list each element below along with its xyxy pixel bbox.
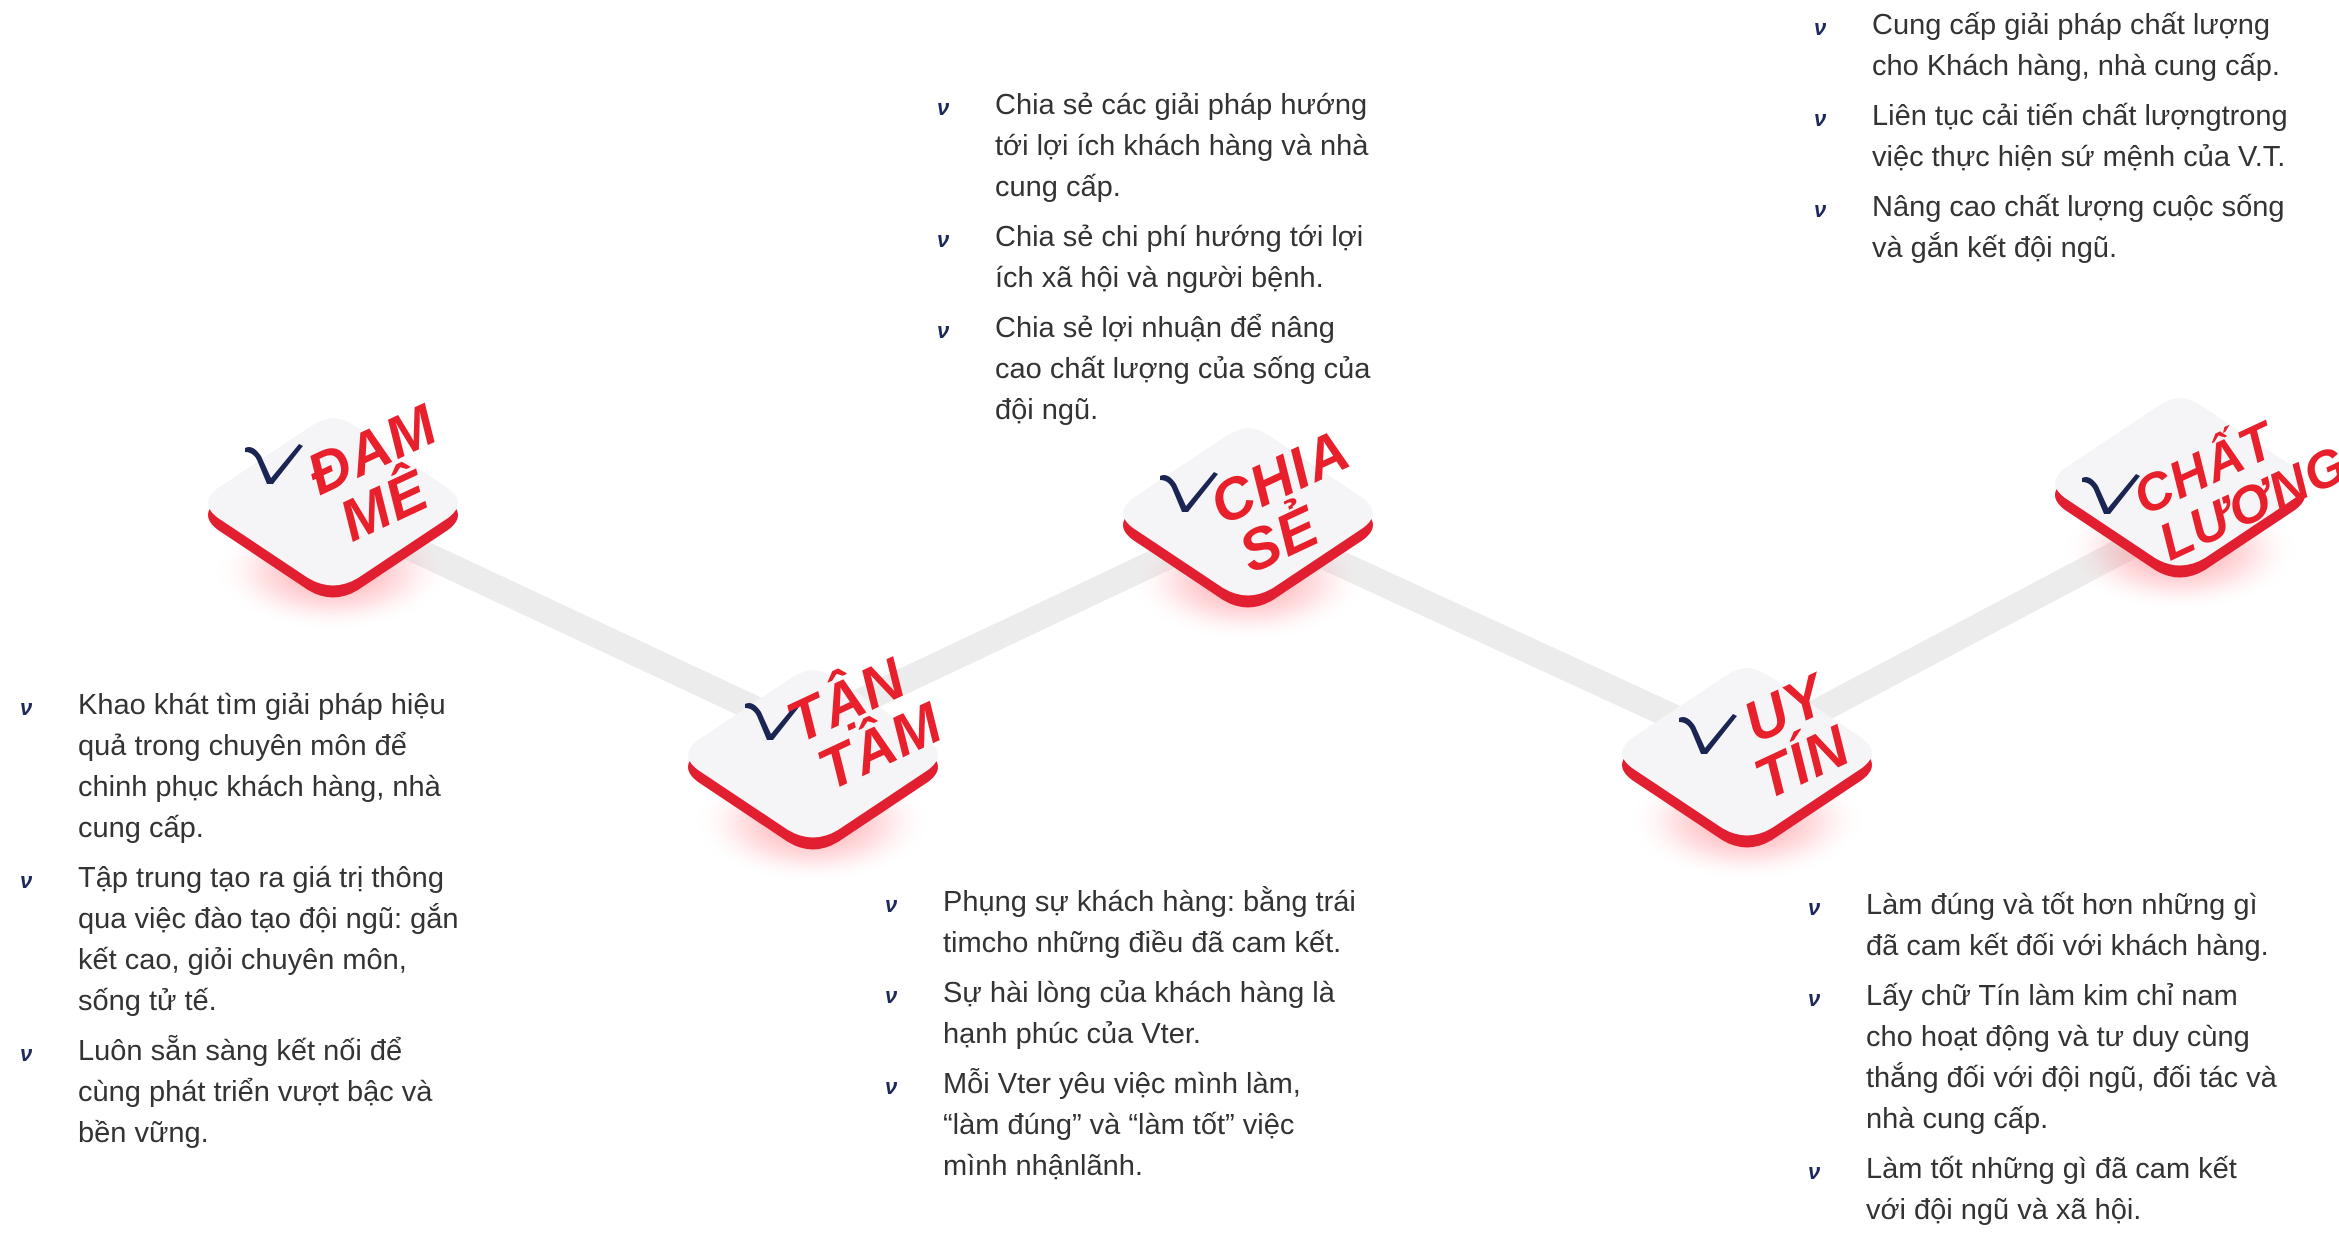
list-item: ν Tập trung tạo ra giá trị thông qua việc… — [20, 858, 460, 1022]
bullet-text: Cung cấp giải pháp chất lượng cho Khách … — [1872, 9, 2280, 82]
v-check-icon: ν — [20, 1041, 33, 1066]
node-chia-se: CHIA SẺ — [1098, 410, 1398, 670]
list-item: ν Chia sẻ chi phí hướng tới lợi ích xã hộ… — [937, 217, 1387, 299]
v-check-icon: ν — [1808, 895, 1821, 920]
v-check-icon: ν — [1814, 197, 1827, 222]
bullet-text: Khao khát tìm giải pháp hiệu quả trong c… — [78, 689, 446, 844]
v-logo-icon — [745, 700, 803, 740]
bullet-text: Nâng cao chất lượng cuộc sống và gắn kết… — [1872, 191, 2285, 264]
node-uy-tin: UY TÍN — [1597, 650, 1897, 910]
bullet-text: Luôn sẵn sàng kết nối để cùng phát triển… — [78, 1035, 433, 1149]
bullet-text: Mỗi Vter yêu việc mình làm, “làm đúng” v… — [943, 1068, 1301, 1182]
node-tan-tam: TẬN TÂM — [663, 645, 963, 912]
tile-tan-tam — [688, 670, 938, 884]
bullet-text: Làm đúng và tốt hơn những gì đã cam kết … — [1866, 889, 2269, 962]
list-item: ν Luôn sẵn sàng kết nối để cùng phát triể… — [20, 1031, 460, 1154]
v-check-icon: ν — [937, 227, 950, 252]
list-item: ν Mỗi Vter yêu việc mình làm, “làm đúng” … — [885, 1064, 1365, 1187]
tile-uy-tin — [1622, 668, 1872, 882]
bullet-text: Làm tốt những gì đã cam kết với đội ngũ … — [1866, 1153, 2237, 1226]
v-check-icon: ν — [20, 695, 33, 720]
list-item: ν Làm tốt những gì đã cam kết với đội ngũ… — [1808, 1149, 2278, 1231]
bullet-text: Sự hài lòng của khách hàng là hạnh phúc … — [943, 977, 1335, 1050]
bullet-text: Chia sẻ chi phí hướng tới lợi ích xã hội… — [995, 221, 1364, 294]
list-item: ν Sự hài lòng của khách hàng là hạnh phúc… — [885, 973, 1365, 1055]
v-check-icon: ν — [20, 868, 33, 893]
list-item: ν Làm đúng và tốt hơn những gì đã cam kết… — [1808, 885, 2278, 967]
bullet-text: Chia sẻ lợi nhuận để nâng cao chất lượng… — [995, 312, 1371, 426]
bullets-chat-luong: ν Cung cấp giải pháp chất lượng cho Khách… — [1814, 5, 2314, 278]
list-item: ν Khao khát tìm giải pháp hiệu quả trong … — [20, 685, 460, 849]
tile-dam-me — [208, 418, 458, 632]
v-logo-icon — [1160, 472, 1218, 512]
tile-chia-se — [1123, 428, 1373, 642]
v-check-icon: ν — [885, 1074, 898, 1099]
bullets-chia-se: ν Chia sẻ các giải pháp hướng tới lợi ích… — [937, 85, 1387, 440]
v-check-icon: ν — [937, 318, 950, 343]
tile-chat-luong — [2055, 398, 2305, 612]
v-logo-icon — [245, 444, 303, 484]
list-item: ν Chia sẻ các giải pháp hướng tới lợi ích… — [937, 85, 1387, 208]
v-check-icon: ν — [1808, 986, 1821, 1011]
bullet-text: Lấy chữ Tín làm kim chỉ nam cho hoạt độn… — [1866, 980, 2277, 1135]
node-chat-luong: CHẤT LƯỢNG — [2030, 380, 2339, 640]
bullet-text: Liên tục cải tiến chất lượngtrong việc t… — [1872, 100, 2288, 173]
bullets-tan-tam: ν Phụng sự khách hàng: bằng trái timcho n… — [885, 882, 1365, 1196]
list-item: ν Cung cấp giải pháp chất lượng cho Khách… — [1814, 5, 2314, 87]
list-item: ν Lấy chữ Tín làm kim chỉ nam cho hoạt độ… — [1808, 976, 2278, 1140]
v-check-icon: ν — [1814, 15, 1827, 40]
v-check-icon: ν — [1808, 1159, 1821, 1184]
v-check-icon: ν — [885, 983, 898, 1008]
bullet-text: Phụng sự khách hàng: bằng trái timcho nh… — [943, 886, 1356, 959]
node-dam-me: ĐAM MÊ — [183, 392, 483, 660]
list-item: ν Chia sẻ lợi nhuận để nâng cao chất lượn… — [937, 308, 1387, 431]
v-check-icon: ν — [937, 95, 950, 120]
list-item: ν Nâng cao chất lượng cuộc sống và gắn kế… — [1814, 187, 2314, 269]
bullet-text: Chia sẻ các giải pháp hướng tới lợi ích … — [995, 89, 1369, 203]
bullet-text: Tập trung tạo ra giá trị thông qua việc … — [78, 862, 459, 1017]
list-item: ν Phụng sự khách hàng: bằng trái timcho n… — [885, 882, 1365, 964]
bullets-uy-tin: ν Làm đúng và tốt hơn những gì đã cam kết… — [1808, 885, 2278, 1240]
v-check-icon: ν — [885, 892, 898, 917]
v-logo-icon — [2082, 474, 2140, 514]
v-check-icon: ν — [1814, 106, 1827, 131]
v-logo-icon — [1679, 714, 1737, 754]
bullets-dam-me: ν Khao khát tìm giải pháp hiệu quả trong … — [20, 685, 460, 1163]
list-item: ν Liên tục cải tiến chất lượngtrong việc … — [1814, 96, 2314, 178]
